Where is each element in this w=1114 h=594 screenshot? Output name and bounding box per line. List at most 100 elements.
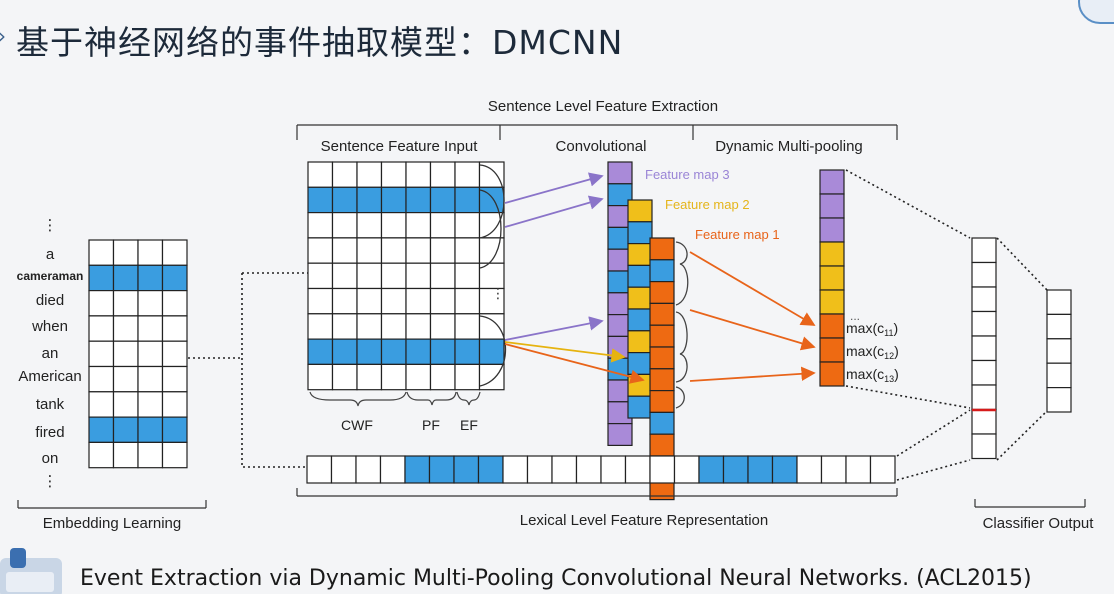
feature-map-1-cell (649, 237, 675, 261)
feature-map-2-cell (627, 330, 653, 354)
input-cell (405, 363, 432, 391)
lexical-cell (355, 455, 382, 484)
feature-map-2-label: Feature map 2 (665, 197, 750, 212)
embedding-cell (88, 416, 115, 444)
word-item: an (42, 345, 59, 362)
input-cell (356, 262, 383, 290)
lexical-feature-row (306, 455, 896, 484)
feature-map-2-cell (627, 199, 653, 223)
feature-map-1-cell (649, 346, 675, 370)
embedding-cell (88, 239, 115, 266)
input-cell (331, 212, 358, 239)
input-cell (380, 237, 407, 264)
input-cell (307, 338, 334, 366)
embedding-cell (137, 391, 164, 418)
input-cell (356, 338, 383, 366)
input-cell (307, 212, 334, 239)
lexical-cell (624, 455, 651, 484)
embedding-cell (161, 239, 188, 266)
input-cell (429, 161, 456, 188)
pooled-cell (819, 289, 845, 315)
feature-map-2-cell (627, 286, 653, 310)
input-cell (307, 186, 334, 214)
embedding-cell (161, 365, 188, 393)
input-cell (429, 237, 456, 264)
max-c11-label: max(c11) (846, 320, 898, 338)
citation-text: Event Extraction via Dynamic Multi-Pooli… (80, 566, 1032, 591)
embedding-cell (137, 416, 164, 444)
sentence-feature-matrix (307, 161, 505, 391)
pool-ellipsis: ... (850, 309, 860, 323)
feature-map-2-cell (627, 221, 653, 245)
sentence-feature-input-label: Sentence Feature Input (321, 138, 479, 155)
pooled-cell (819, 313, 845, 339)
lexical-cell (771, 455, 798, 484)
input-cell (405, 212, 432, 239)
classifier-output-column (1046, 289, 1072, 413)
feature-map-2-cell (627, 243, 653, 267)
lexical-cell (845, 455, 872, 484)
output-cell (1046, 362, 1072, 389)
embedding-cell (88, 315, 115, 342)
lexical-level-label: Lexical Level Feature Representation (520, 512, 768, 529)
lexical-cell (551, 455, 578, 484)
word-item: American (18, 368, 81, 385)
lexical-cell (453, 455, 480, 484)
pooled-cell (819, 337, 845, 363)
embedding-cell (137, 340, 164, 368)
max-c12-label: max(c12) (846, 343, 899, 361)
embedding-cell (137, 239, 164, 266)
word-list: ⋮acameramandiedwhenanAmericantankfiredon… (17, 217, 84, 490)
input-cell (331, 186, 358, 214)
embedding-cell (112, 416, 139, 444)
lexical-cell (820, 455, 847, 484)
input-cell (331, 338, 358, 366)
input-cell (307, 237, 334, 264)
input-cell (454, 212, 481, 239)
embedding-cell (161, 315, 188, 342)
word-item: ⋮ (43, 473, 58, 490)
lexical-cell (600, 455, 627, 484)
lexical-cell (673, 455, 700, 484)
input-cell (356, 186, 383, 214)
embedding-cell (161, 290, 188, 317)
cwf-label: CWF (341, 417, 373, 433)
lexical-cell (575, 455, 602, 484)
input-cell (454, 161, 481, 188)
feature-map-1-cell (649, 302, 675, 326)
input-cell (454, 262, 481, 290)
word-item: tank (36, 396, 65, 413)
feature-map-1-cell (649, 411, 675, 435)
input-cell (307, 363, 334, 391)
embedding-matrix (88, 239, 188, 469)
input-cell (380, 212, 407, 239)
feature-map-2-cell (627, 308, 653, 332)
embedding-cell (161, 441, 188, 469)
embedding-learning-label: Embedding Learning (43, 515, 181, 532)
input-cell (307, 287, 334, 315)
input-cell (356, 161, 383, 188)
lexical-cell (796, 455, 823, 484)
pool-arrow-1 (689, 251, 816, 326)
feature-map-2-cell (627, 264, 653, 288)
word-item: when (31, 318, 68, 335)
pool-arrow-2 (689, 309, 816, 351)
input-cell (405, 262, 432, 290)
lexical-cell (330, 455, 357, 484)
hidden-cell (971, 359, 997, 386)
matrix-vertical-ellipsis: ⋮ (491, 285, 505, 301)
input-cell (331, 313, 358, 340)
pooled-cell (819, 361, 845, 387)
pooled-cell (819, 169, 845, 195)
arrow-to-fm3-c (504, 316, 604, 341)
embedding-cell (88, 264, 115, 292)
input-cell (429, 363, 456, 391)
pooled-cell (819, 217, 845, 243)
lexical-cell (869, 455, 896, 484)
embedding-cell (112, 239, 139, 266)
embedding-cell (88, 441, 115, 469)
sentence-level-label: Sentence Level Feature Extraction (488, 98, 718, 115)
word-item: cameraman (17, 269, 84, 283)
input-cell (380, 161, 407, 188)
convolution-feature-maps (607, 161, 675, 501)
